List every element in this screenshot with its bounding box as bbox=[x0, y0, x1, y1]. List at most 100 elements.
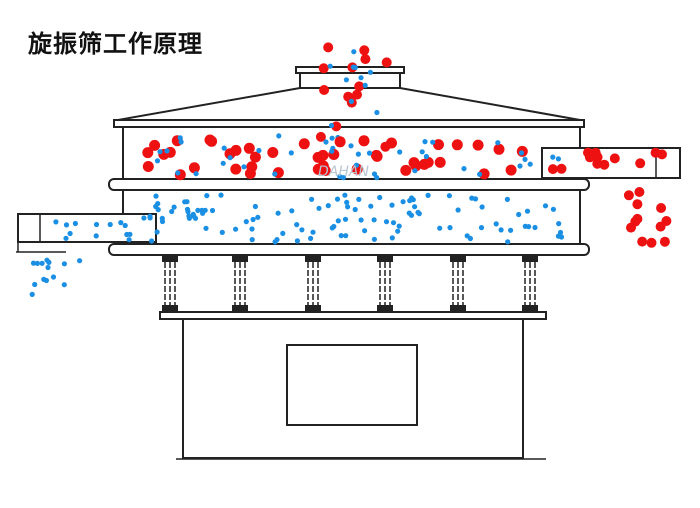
coarse-particle bbox=[635, 158, 646, 169]
fine-particle bbox=[437, 225, 443, 231]
fine-particle bbox=[362, 228, 368, 234]
fine-particle bbox=[419, 149, 425, 155]
fine-particle bbox=[408, 212, 415, 218]
fine-particle bbox=[204, 193, 210, 199]
coarse-particle bbox=[381, 57, 392, 68]
fine-particle bbox=[256, 147, 262, 154]
fine-particle bbox=[377, 194, 383, 201]
bottom-rim bbox=[108, 243, 590, 256]
fine-particle bbox=[141, 215, 147, 221]
springs bbox=[162, 256, 538, 311]
fine-particle bbox=[127, 231, 133, 237]
fine-particle bbox=[348, 98, 354, 104]
fine-particle bbox=[362, 82, 368, 88]
fine-particle bbox=[243, 219, 249, 225]
fine-particle bbox=[335, 218, 341, 224]
fine-particle bbox=[400, 199, 406, 205]
fine-particle bbox=[374, 175, 380, 181]
coarse-particle bbox=[547, 164, 558, 175]
machine-base bbox=[159, 311, 547, 460]
fine-particle bbox=[218, 192, 224, 198]
coarse-particle bbox=[634, 187, 645, 197]
fine-particle bbox=[383, 219, 390, 225]
fine-particle bbox=[329, 225, 335, 231]
fine-particle bbox=[50, 274, 57, 280]
fine-particle bbox=[389, 235, 395, 241]
fine-particle bbox=[556, 221, 562, 227]
fine-particle bbox=[352, 64, 358, 71]
fine-particle bbox=[412, 168, 418, 174]
coarse-particle bbox=[318, 63, 329, 74]
fine-particle bbox=[77, 258, 83, 264]
fine-particle bbox=[316, 205, 322, 211]
fine-particle bbox=[343, 77, 349, 83]
coarse-particle bbox=[584, 152, 595, 163]
fine-particle bbox=[45, 264, 51, 271]
fine-particle bbox=[32, 281, 38, 288]
coarse-particle bbox=[410, 160, 422, 172]
fine-particle bbox=[532, 224, 538, 231]
fine-particle bbox=[371, 236, 377, 242]
fine-particle bbox=[155, 201, 161, 207]
fine-particle bbox=[182, 199, 188, 205]
spring bbox=[305, 256, 321, 311]
fine-particle bbox=[550, 154, 556, 160]
fine-particle bbox=[328, 122, 335, 129]
fine-particle bbox=[53, 219, 59, 225]
coarse-particle bbox=[354, 81, 365, 92]
coarse-particle bbox=[505, 164, 517, 176]
coarse-particle bbox=[334, 136, 346, 148]
fine-particle bbox=[202, 207, 208, 213]
fine-particle bbox=[241, 164, 247, 170]
fine-particle bbox=[557, 229, 564, 236]
fine-particle bbox=[153, 193, 159, 199]
fine-particle bbox=[157, 149, 163, 155]
fine-particle bbox=[344, 199, 350, 205]
fine-particle bbox=[159, 218, 166, 225]
fine-particle bbox=[276, 133, 282, 139]
coarse-particle bbox=[352, 89, 362, 100]
fine-particle bbox=[288, 150, 294, 156]
middle-rim bbox=[108, 178, 590, 191]
coarse-particle bbox=[319, 85, 330, 95]
coarse-particle bbox=[493, 143, 505, 155]
fine-particle bbox=[329, 148, 335, 154]
fine-particle bbox=[275, 210, 281, 216]
fine-particle bbox=[289, 208, 295, 214]
coarse-particle bbox=[230, 163, 242, 175]
fine-particle bbox=[122, 222, 128, 229]
fine-particle bbox=[447, 225, 453, 231]
fine-particle bbox=[171, 204, 177, 210]
fine-particle bbox=[309, 196, 315, 202]
fine-particle bbox=[478, 225, 485, 231]
fine-particle bbox=[154, 158, 161, 164]
fine-particle bbox=[175, 170, 181, 176]
fine-particle bbox=[446, 193, 452, 199]
fine-particle bbox=[272, 171, 278, 177]
diagram-title: 旋振筛工作原理 bbox=[28, 30, 203, 58]
coarse-particle bbox=[656, 203, 667, 213]
fine-particle bbox=[203, 225, 209, 231]
coarse-particle bbox=[315, 131, 326, 142]
fine-particle bbox=[416, 211, 422, 217]
coarse-particle bbox=[204, 134, 216, 146]
fine-particle bbox=[233, 226, 239, 232]
coarse-particle bbox=[632, 213, 643, 224]
fine-particle bbox=[504, 196, 510, 202]
fine-particle bbox=[249, 237, 255, 243]
fine-particle bbox=[149, 238, 155, 244]
watermark: DAHAN bbox=[318, 164, 369, 180]
fine-particle bbox=[527, 161, 533, 167]
fine-particle bbox=[493, 221, 499, 227]
fine-particle bbox=[294, 222, 300, 228]
coarse-particle bbox=[451, 139, 463, 151]
fine-particle bbox=[422, 139, 428, 145]
fine-particle bbox=[178, 139, 184, 145]
fine-particle bbox=[356, 196, 362, 202]
fine-particle bbox=[390, 220, 397, 226]
coarse-particle bbox=[359, 45, 370, 56]
fine-particle bbox=[412, 204, 418, 210]
fine-particle bbox=[39, 260, 45, 266]
coarse-particle bbox=[478, 168, 490, 180]
